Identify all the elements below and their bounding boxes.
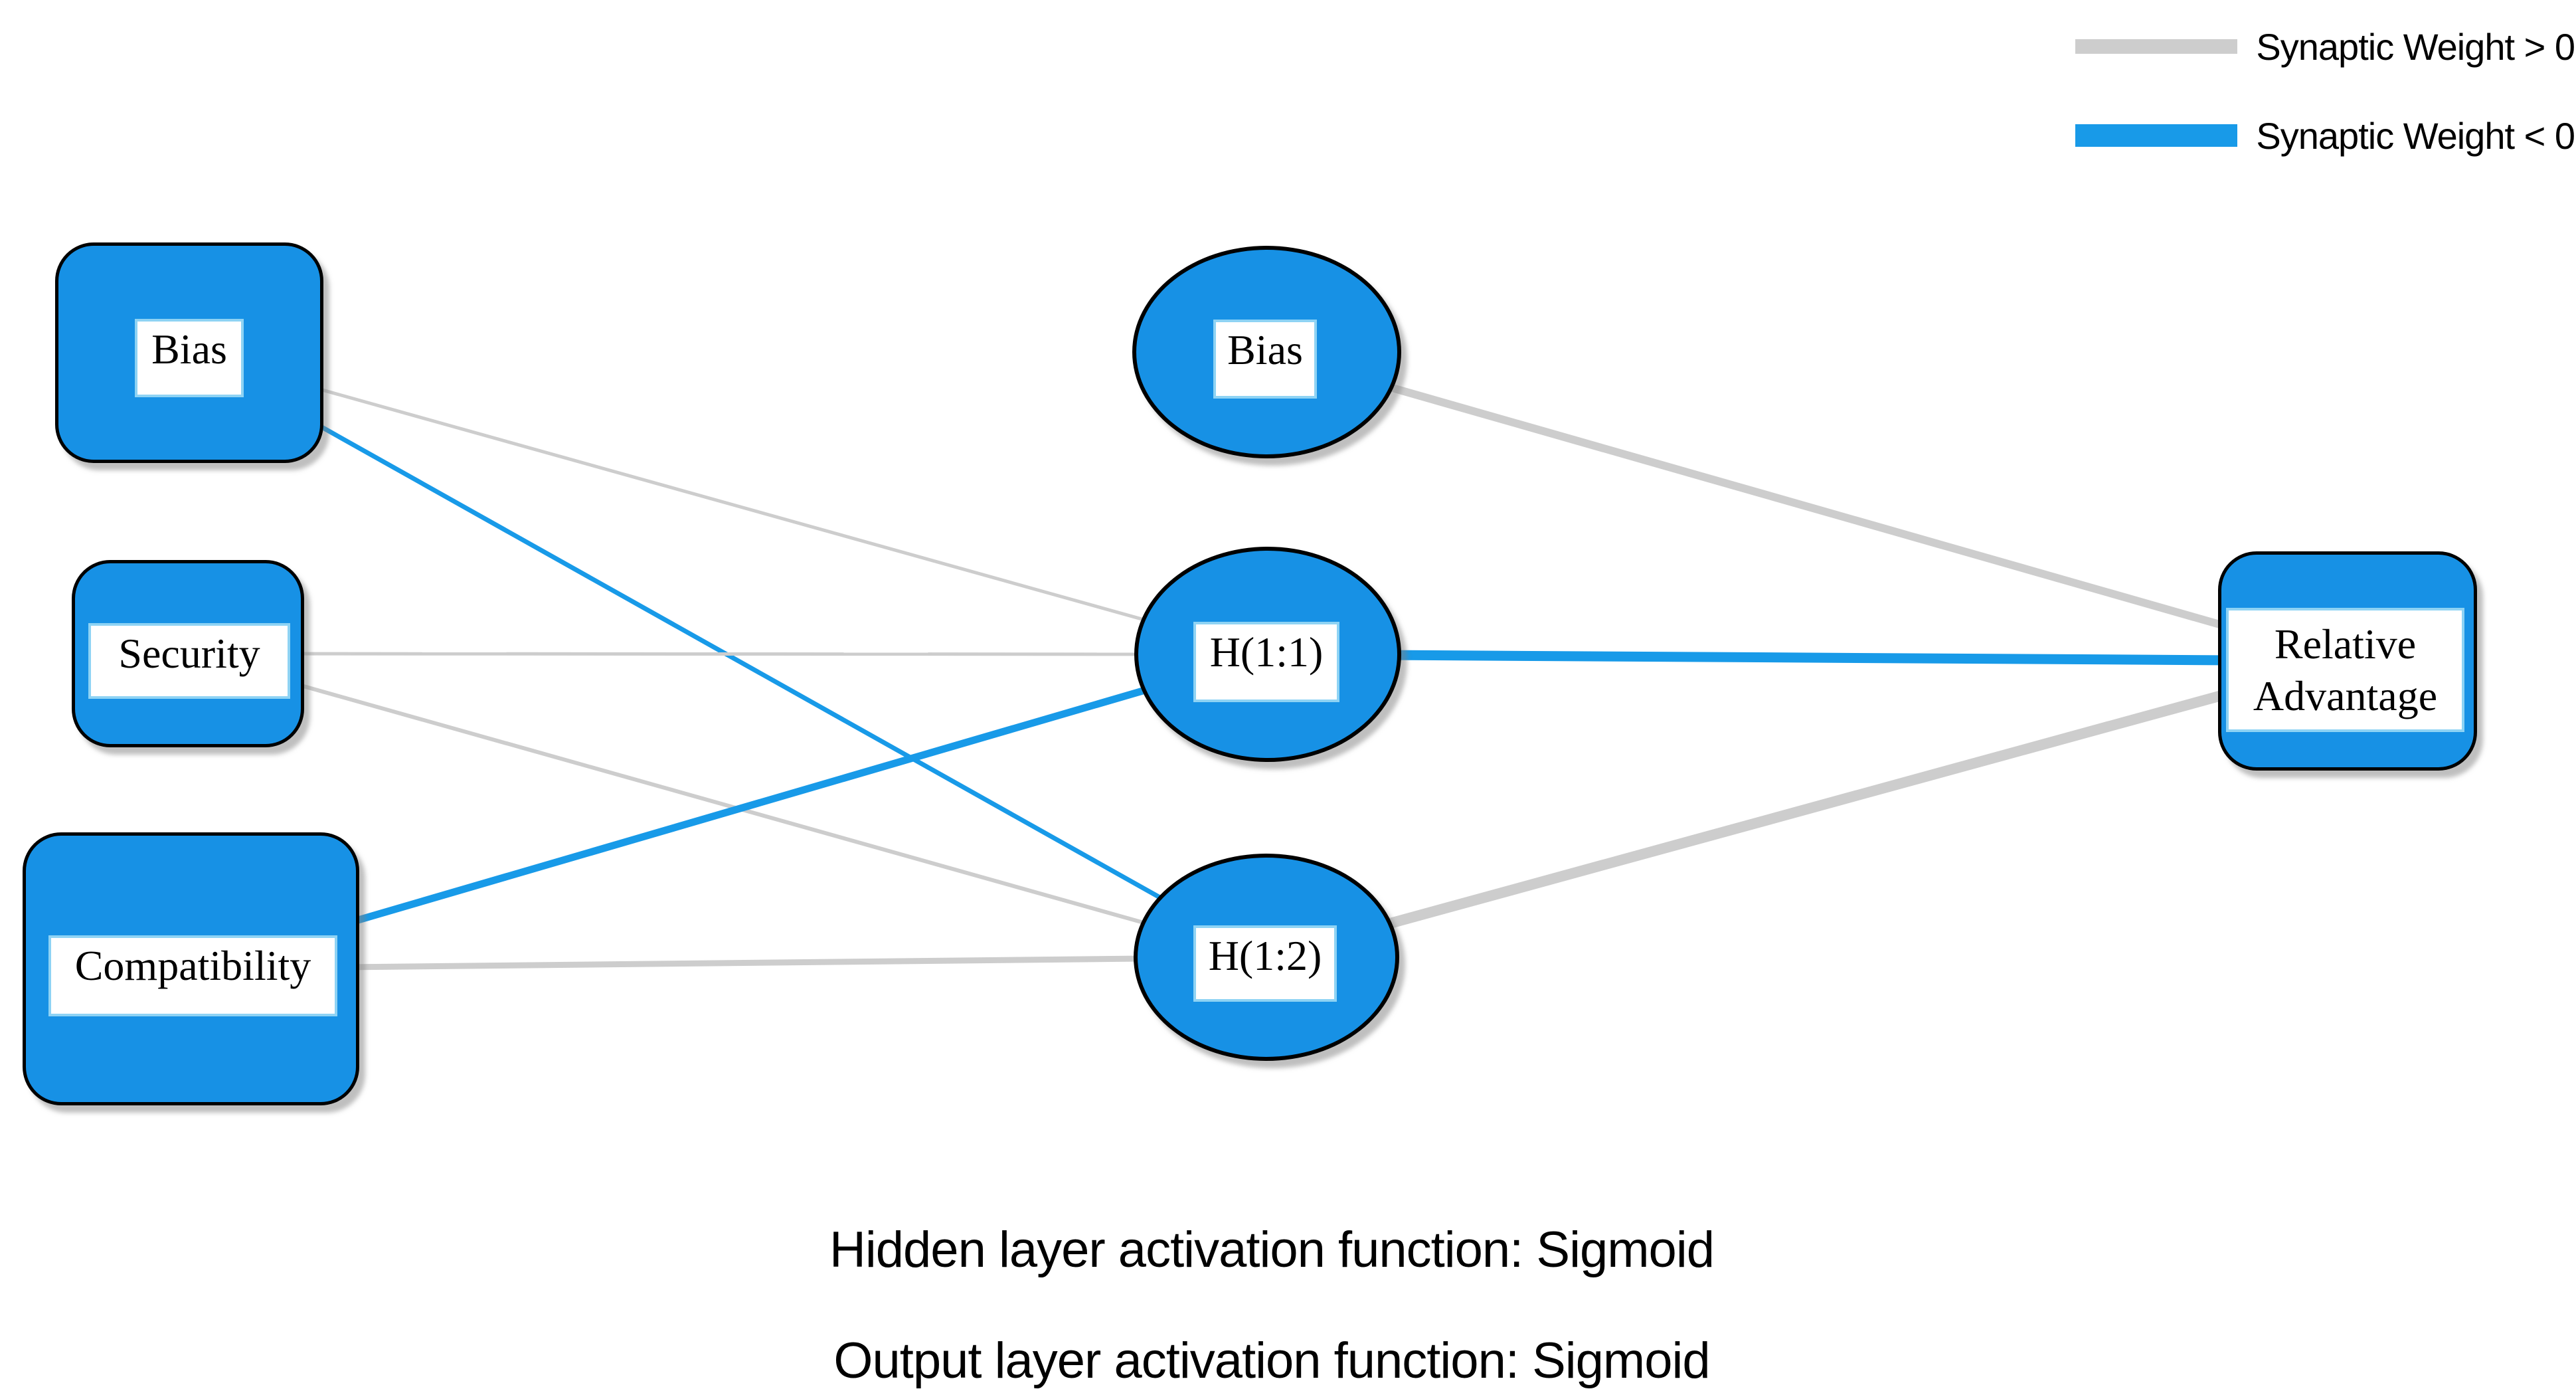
output-layer-activation-note: Output layer activation function: Sigmoi… — [833, 1333, 1710, 1389]
edge-hidden-h12-to-output-ra — [1264, 656, 2350, 963]
activation-function-notes: Hidden layer activation function: Sigmoi… — [777, 1221, 1766, 1390]
legend: Synaptic Weight > 0 Synaptic Weight < 0 — [2075, 12, 2575, 170]
legend-item-negative: Synaptic Weight < 0 — [2075, 101, 2575, 170]
negative-weight-line-icon — [2075, 124, 2238, 147]
edge-input-bias-to-hidden-h11 — [189, 351, 1268, 656]
node-label-hidden-h12: H(1:2) — [1193, 925, 1337, 1002]
node-label-hidden-h11: H(1:1) — [1193, 622, 1339, 702]
node-hidden-h11 — [1134, 547, 1401, 762]
node-label-output-ra: Relative Advantage — [2226, 608, 2464, 732]
positive-weight-line-icon — [2075, 39, 2238, 54]
node-label-input-security: Security — [88, 623, 290, 699]
legend-label-positive: Synaptic Weight > 0 — [2256, 25, 2575, 68]
hidden-layer-activation-note: Hidden layer activation function: Sigmoi… — [829, 1222, 1715, 1278]
legend-item-positive: Synaptic Weight > 0 — [2075, 12, 2575, 81]
node-label-hidden-bias: Bias — [1213, 320, 1317, 399]
edge-input-compatibility-to-hidden-h11 — [189, 650, 1269, 973]
node-label-input-bias: Bias — [135, 319, 244, 397]
edge-input-security-to-hidden-h12 — [187, 652, 1267, 959]
legend-label-negative: Synaptic Weight < 0 — [2256, 114, 2575, 157]
edge-input-compatibility-to-hidden-h12 — [191, 954, 1267, 972]
node-input-bias — [55, 242, 323, 463]
edge-hidden-h11-to-output-ra — [1267, 649, 2348, 666]
edge-hidden-bias-to-output-ra — [1265, 348, 2349, 665]
node-label-input-compatibility: Compatibility — [48, 935, 337, 1016]
